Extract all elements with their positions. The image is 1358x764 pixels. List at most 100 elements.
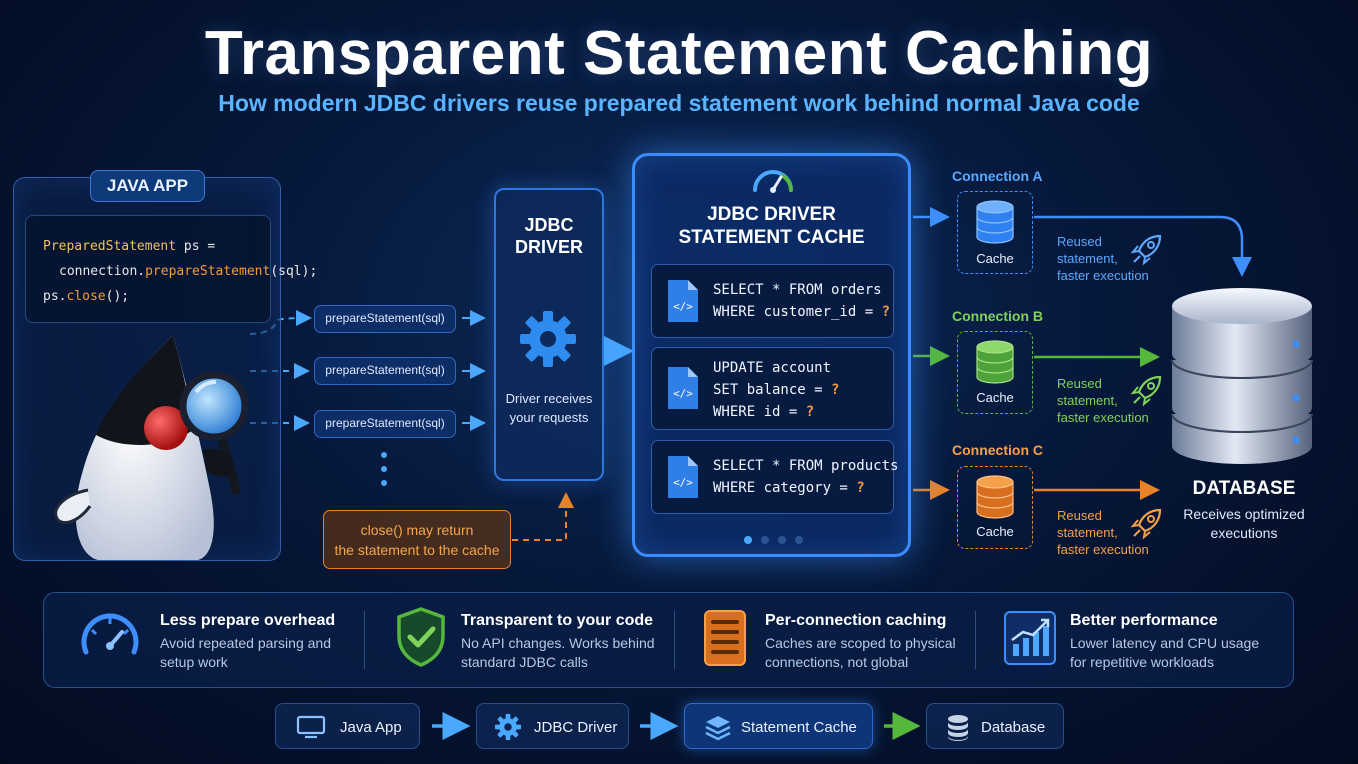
flow-step-label: Statement Cache bbox=[741, 719, 857, 736]
code-token-function: prepareStatement bbox=[145, 264, 271, 279]
benefit-divider bbox=[364, 611, 365, 669]
database-desc-line: Receives optimized bbox=[1183, 506, 1305, 522]
rocket-icon bbox=[1130, 375, 1162, 407]
gear-icon bbox=[494, 713, 522, 741]
svg-text:</>: </> bbox=[673, 300, 693, 313]
cached-statement: </> SELECT * FROM products WHERE categor… bbox=[651, 440, 898, 514]
benefit-title: Per-connection caching bbox=[765, 612, 947, 629]
database-desc-line: executions bbox=[1210, 525, 1278, 541]
reuse-line: faster execution bbox=[1057, 268, 1149, 283]
bar-chart-icon bbox=[1004, 611, 1056, 665]
benefit-description: No API changes. Works behind standard JD… bbox=[461, 634, 671, 672]
reuse-line: statement, bbox=[1057, 525, 1118, 540]
page-title: Transparent Statement Caching bbox=[204, 19, 1154, 88]
connection-b-cache-box bbox=[957, 331, 1033, 414]
code-file-icon: </> bbox=[668, 456, 698, 498]
database-title: DATABASE bbox=[1192, 478, 1296, 499]
close-note: close() may return the statement to the … bbox=[323, 510, 511, 569]
benefits-panel bbox=[43, 592, 1294, 688]
database-description: Receives optimized executions bbox=[1168, 505, 1320, 543]
connection-a-cache-box bbox=[957, 191, 1033, 274]
connection-c-cache-label: Cache bbox=[976, 524, 1014, 539]
reuse-line: Reused bbox=[1057, 376, 1102, 391]
flow-step-jdbc-driver: JDBC Driver bbox=[476, 703, 629, 749]
benefit-desc-line: Lower latency and CPU usage bbox=[1070, 635, 1260, 651]
benefit-desc-line: Avoid repeated parsing and bbox=[160, 635, 331, 651]
connection-c-cache-box bbox=[957, 466, 1033, 549]
connection-a-reuse-note: Reused statement, faster execution bbox=[1057, 233, 1149, 284]
prepare-statement-call: prepareStatement(sql) bbox=[314, 357, 456, 385]
benefit-description: Caches are scoped to physical connection… bbox=[765, 634, 975, 672]
benefit-desc-line: No API changes. Works behind bbox=[461, 635, 655, 651]
code-token: ps. bbox=[43, 289, 67, 304]
sql-placeholder: ? bbox=[881, 304, 891, 320]
connection-b-label: Connection B bbox=[952, 308, 1043, 324]
duke-mascot-icon bbox=[54, 335, 248, 560]
driver-desc-line: your requests bbox=[509, 410, 589, 425]
benefit-divider bbox=[975, 611, 976, 669]
svg-text:</>: </> bbox=[673, 476, 693, 489]
driver-title: JDBC DRIVER bbox=[494, 214, 604, 258]
speedometer-icon bbox=[753, 170, 793, 193]
prepare-statement-call: prepareStatement(sql) bbox=[314, 410, 456, 438]
sql-line: SET balance = bbox=[713, 382, 832, 398]
driver-title-line: JDBC bbox=[524, 215, 574, 235]
flow-step-label: Java App bbox=[340, 719, 402, 736]
benefit-description: Lower latency and CPU usage for repetiti… bbox=[1070, 634, 1280, 672]
benefit-desc-line: connections, not global bbox=[765, 654, 909, 670]
sql-line: WHERE category = bbox=[713, 480, 857, 496]
code-token: ps = bbox=[176, 239, 216, 254]
sql-line: SELECT * FROM products bbox=[713, 458, 899, 474]
code-token: connection. bbox=[59, 264, 146, 279]
svg-text:</>: </> bbox=[673, 387, 693, 400]
database-icon bbox=[976, 200, 1014, 244]
benefit-title: Less prepare overhead bbox=[160, 612, 336, 629]
database-icon bbox=[976, 475, 1014, 519]
speedometer-icon bbox=[81, 613, 139, 655]
driver-description: Driver receives your requests bbox=[494, 389, 604, 427]
prepare-statement-call: prepareStatement(sql) bbox=[314, 305, 456, 333]
benefit-desc-line: for repetitive workloads bbox=[1070, 654, 1214, 670]
connection-c-reuse-note: Reused statement, faster execution bbox=[1057, 507, 1149, 558]
benefit-title: Better performance bbox=[1070, 612, 1218, 629]
carousel-dot[interactable] bbox=[795, 536, 803, 544]
connection-a-label: Connection A bbox=[952, 168, 1043, 184]
sql-placeholder: ? bbox=[831, 382, 840, 398]
flow-step-database: Database bbox=[926, 703, 1064, 749]
cache-title-line: STATEMENT CACHE bbox=[678, 227, 865, 248]
reuse-line: Reused bbox=[1057, 234, 1102, 249]
flow-step-statement-cache: Statement Cache bbox=[684, 703, 873, 749]
database-server-icon bbox=[1171, 288, 1313, 464]
carousel-dot[interactable] bbox=[744, 536, 752, 544]
close-note-line: close() may return bbox=[360, 522, 474, 538]
reuse-line: statement, bbox=[1057, 393, 1118, 408]
database-icon bbox=[948, 715, 968, 741]
connection-c-label: Connection C bbox=[952, 442, 1043, 458]
reuse-line: statement, bbox=[1057, 251, 1118, 266]
rocket-icon bbox=[1130, 234, 1162, 266]
cache-title-line: JDBC DRIVER bbox=[707, 204, 836, 225]
reuse-line: faster execution bbox=[1057, 410, 1149, 425]
code-token-type: PreparedStatement bbox=[43, 239, 177, 254]
code-file-icon: </> bbox=[668, 367, 698, 409]
close-note-line: the statement to the cache bbox=[334, 542, 500, 558]
carousel-dots[interactable] bbox=[744, 531, 812, 549]
connection-b-reuse-note: Reused statement, faster execution bbox=[1057, 375, 1149, 426]
code-snippet: PreparedStatement ps = connection.prepar… bbox=[25, 215, 317, 323]
rocket-icon bbox=[1130, 508, 1162, 540]
carousel-dot[interactable] bbox=[778, 536, 786, 544]
sql-line: WHERE customer_id = bbox=[713, 304, 882, 320]
flow-step-label: Database bbox=[981, 719, 1046, 736]
database-icon bbox=[976, 340, 1014, 384]
server-stack-icon bbox=[704, 610, 746, 666]
java-app-tag: JAVA APP bbox=[90, 170, 205, 202]
benefit-desc-line: Caches are scoped to physical bbox=[765, 635, 956, 651]
connection-a-cache-label: Cache bbox=[976, 251, 1014, 266]
reuse-line: Reused bbox=[1057, 508, 1102, 523]
code-token: (sql); bbox=[270, 264, 318, 279]
driver-desc-line: Driver receives bbox=[505, 391, 593, 406]
carousel-dot[interactable] bbox=[761, 536, 769, 544]
code-file-icon: </> bbox=[668, 280, 698, 322]
flow-step-label: JDBC Driver bbox=[534, 719, 618, 736]
